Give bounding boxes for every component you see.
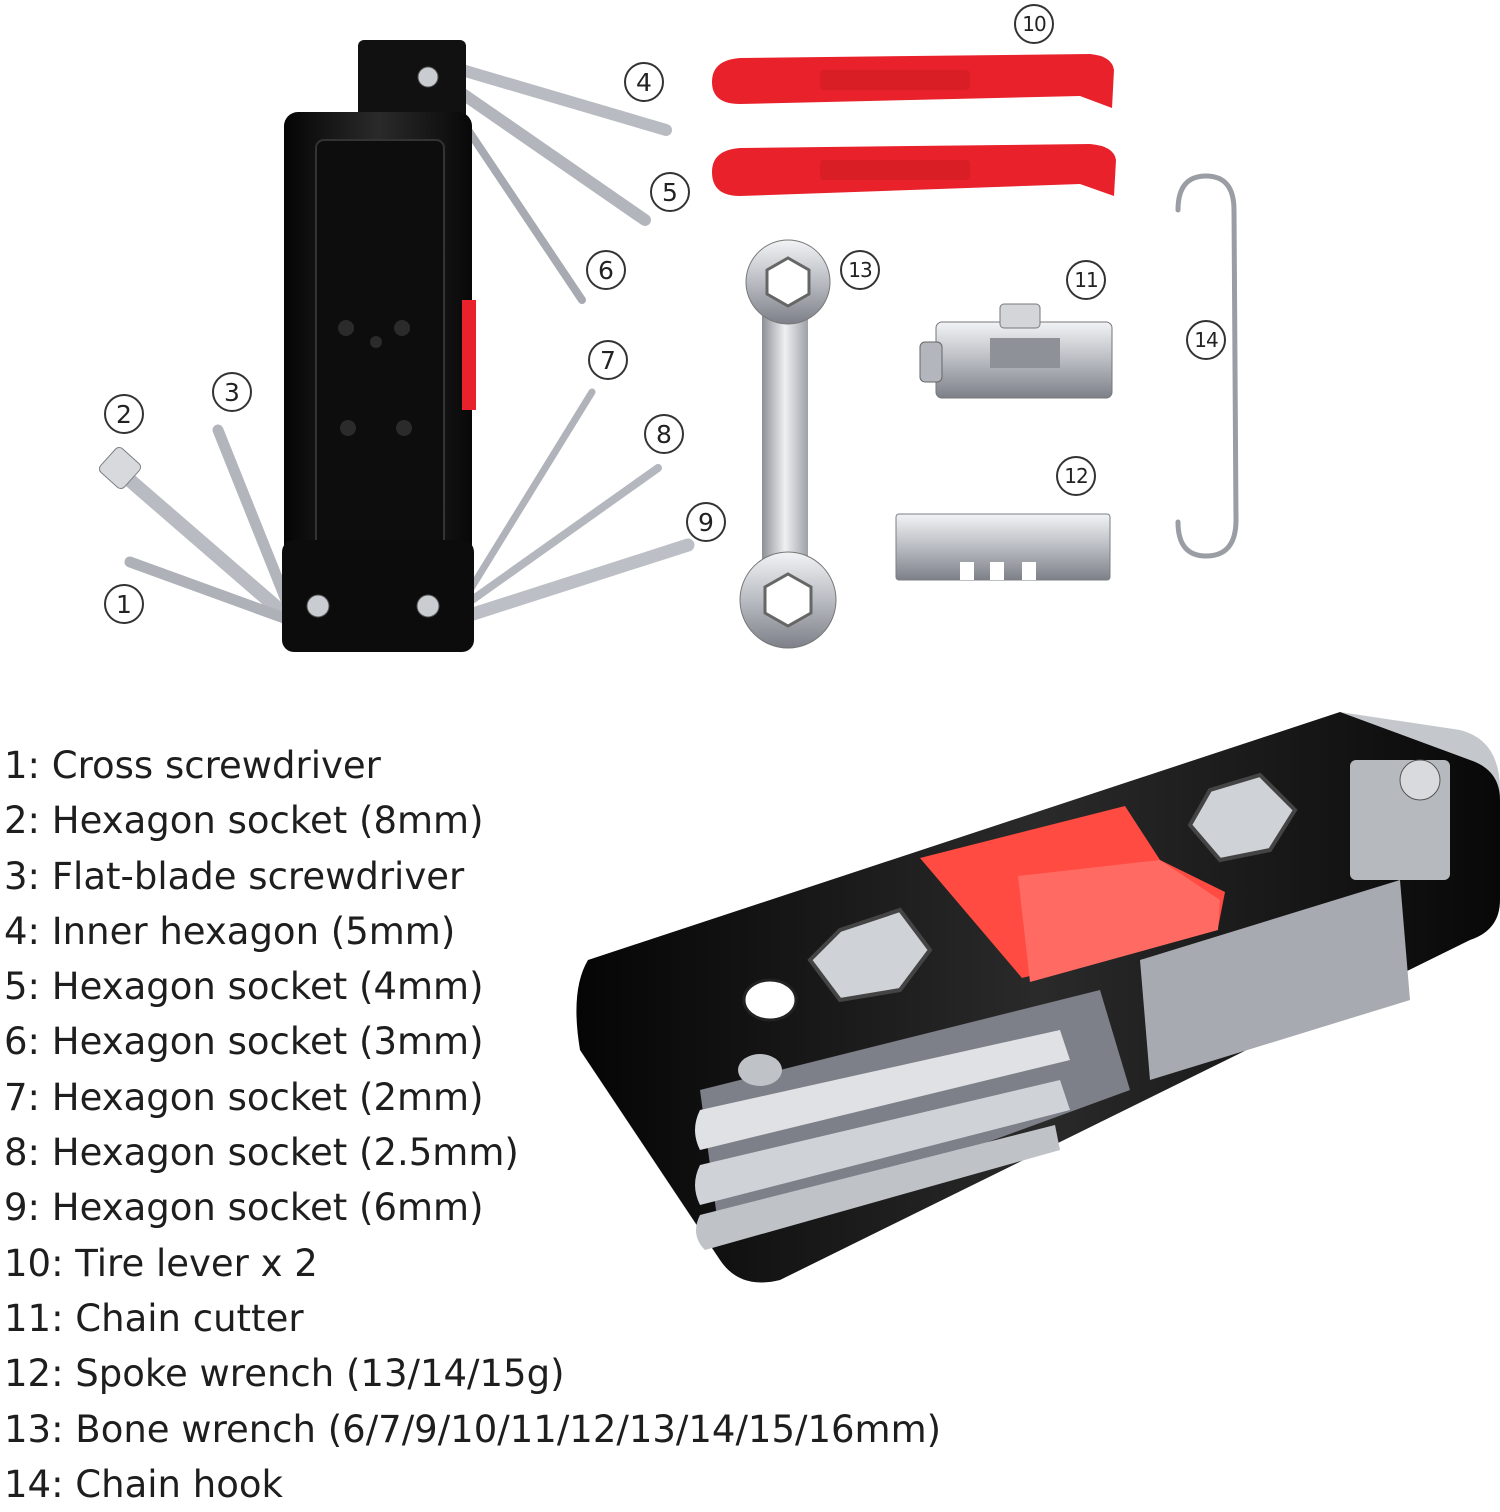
tire-levers [712,54,1116,196]
bone-wrench [739,239,837,649]
callout-6: 6 [586,250,626,290]
legend-item: 6: Hexagon socket (3mm) [4,1020,484,1064]
callout-8: 8 [644,414,684,454]
legend-item: 3: Flat-blade screwdriver [4,854,465,898]
callout-10: 10 [1014,4,1054,44]
callout-4: 4 [624,62,664,102]
legend-item: 14: Chain hook [4,1462,283,1506]
spoke-wrench [895,513,1111,581]
callout-12: 12 [1056,456,1096,496]
chain-hook [1175,173,1239,559]
legend-item: 7: Hexagon socket (2mm) [4,1075,484,1119]
callout-1: 1 [104,584,144,624]
legend-item: 2: Hexagon socket (8mm) [4,799,484,843]
parts-legend: 1: Cross screwdriver 2: Hexagon socket (… [4,738,941,1512]
callout-5: 5 [650,172,690,212]
legend-item: 5: Hexagon socket (4mm) [4,965,484,1009]
chain-cutter [919,303,1113,399]
callout-3: 3 [212,372,252,412]
legend-item: 13: Bone wrench (6/7/9/10/11/12/13/14/15… [4,1407,942,1451]
legend-item: 12: Spoke wrench (13/14/15g) [4,1352,565,1396]
legend-item: 1: Cross screwdriver [4,744,381,787]
callout-7: 7 [588,340,628,380]
callout-11: 11 [1066,260,1106,300]
legend-item: 10: Tire lever x 2 [4,1241,318,1285]
multitool-open [98,40,695,652]
callout-9: 9 [686,502,726,542]
legend-item: 9: Hexagon socket (6mm) [4,1186,484,1230]
legend-item: 11: Chain cutter [4,1296,304,1340]
callout-2: 2 [104,394,144,434]
callout-13: 13 [840,250,880,290]
callout-14: 14 [1186,320,1226,360]
legend-item: 4: Inner hexagon (5mm) [4,909,456,953]
multitool-folded [576,712,1500,1283]
legend-item: 8: Hexagon socket (2.5mm) [4,1131,519,1175]
